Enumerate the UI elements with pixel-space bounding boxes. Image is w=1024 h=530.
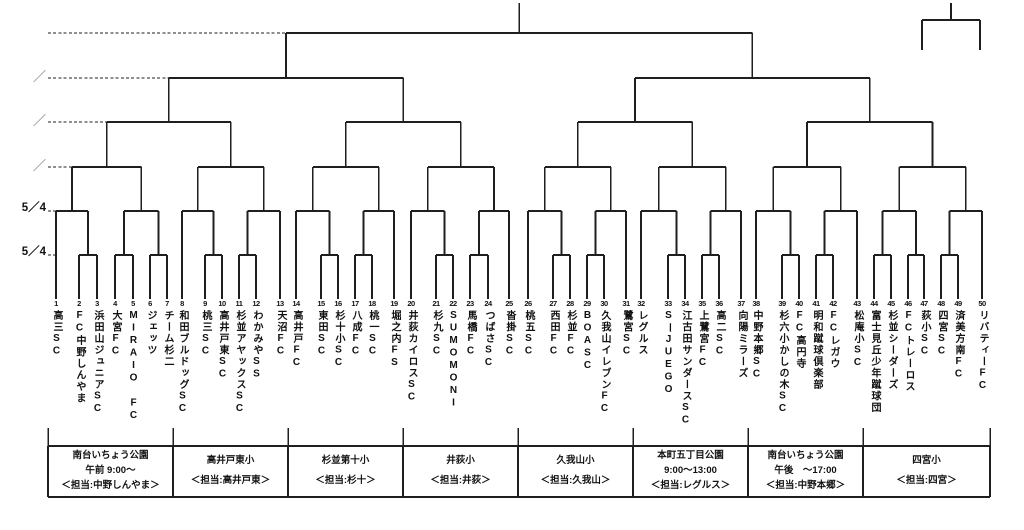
bracket-lines (47, 3, 991, 498)
